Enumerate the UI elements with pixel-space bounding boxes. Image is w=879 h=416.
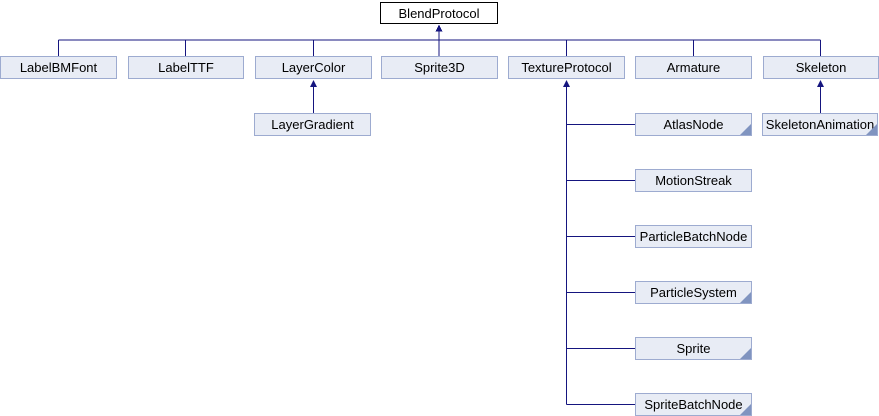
subclasses-indicator-icon — [740, 404, 751, 415]
node-particlebatchnode[interactable]: ParticleBatchNode — [635, 225, 752, 248]
node-textureprotocol[interactable]: TextureProtocol — [508, 56, 625, 79]
subclasses-indicator-icon — [740, 124, 751, 135]
node-skeletonanimation[interactable]: SkeletonAnimation — [762, 113, 878, 136]
node-spritebatchnode[interactable]: SpriteBatchNode — [635, 393, 752, 416]
node-particlesystem[interactable]: ParticleSystem — [635, 281, 752, 304]
arrow-up-icon — [435, 24, 443, 32]
subclasses-indicator-icon — [740, 348, 751, 359]
subclasses-indicator-icon — [740, 292, 751, 303]
inheritance-arrowheads — [310, 24, 824, 87]
node-labelttf[interactable]: LabelTTF — [128, 56, 244, 79]
node-skeleton[interactable]: Skeleton — [763, 56, 879, 79]
node-labelbmfont[interactable]: LabelBMFont — [0, 56, 117, 79]
arrow-up-icon — [563, 80, 570, 87]
node-motionstreak[interactable]: MotionStreak — [635, 169, 752, 192]
node-label: ParticleSystem — [650, 285, 737, 300]
arrow-up-icon — [310, 80, 317, 87]
node-label: SpriteBatchNode — [644, 397, 743, 412]
node-label: AtlasNode — [663, 117, 724, 132]
arrow-up-icon — [817, 80, 824, 87]
node-atlasnode[interactable]: AtlasNode — [635, 113, 752, 136]
node-label: SkeletonAnimation — [765, 117, 875, 132]
node-sprite[interactable]: Sprite — [635, 337, 752, 360]
node-layergradient[interactable]: LayerGradient — [254, 113, 371, 136]
node-label: Sprite — [676, 341, 711, 356]
node-sprite3d[interactable]: Sprite3D — [381, 56, 498, 79]
node-blendprotocol[interactable]: BlendProtocol — [380, 2, 498, 24]
node-armature[interactable]: Armature — [635, 56, 752, 79]
subclasses-indicator-icon — [866, 124, 877, 135]
node-layercolor[interactable]: LayerColor — [255, 56, 372, 79]
